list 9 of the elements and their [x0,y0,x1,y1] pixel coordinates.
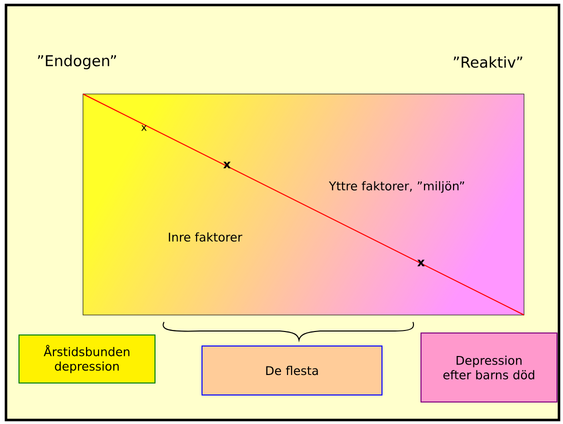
category-box: Årstidsbunden depression [18,334,156,384]
region-label: Inre faktorer [168,232,242,242]
region-label: Yttre faktorer, ”miljön” [328,181,464,193]
quote-label: ”Endogen” [38,54,116,70]
category-box: Depression efter barns död [420,332,558,402]
category-box: De flesta [202,346,382,396]
x-mark: x [141,125,147,131]
quote-label: ”Reaktiv” [454,56,522,68]
gradient-rectangle [82,94,524,316]
